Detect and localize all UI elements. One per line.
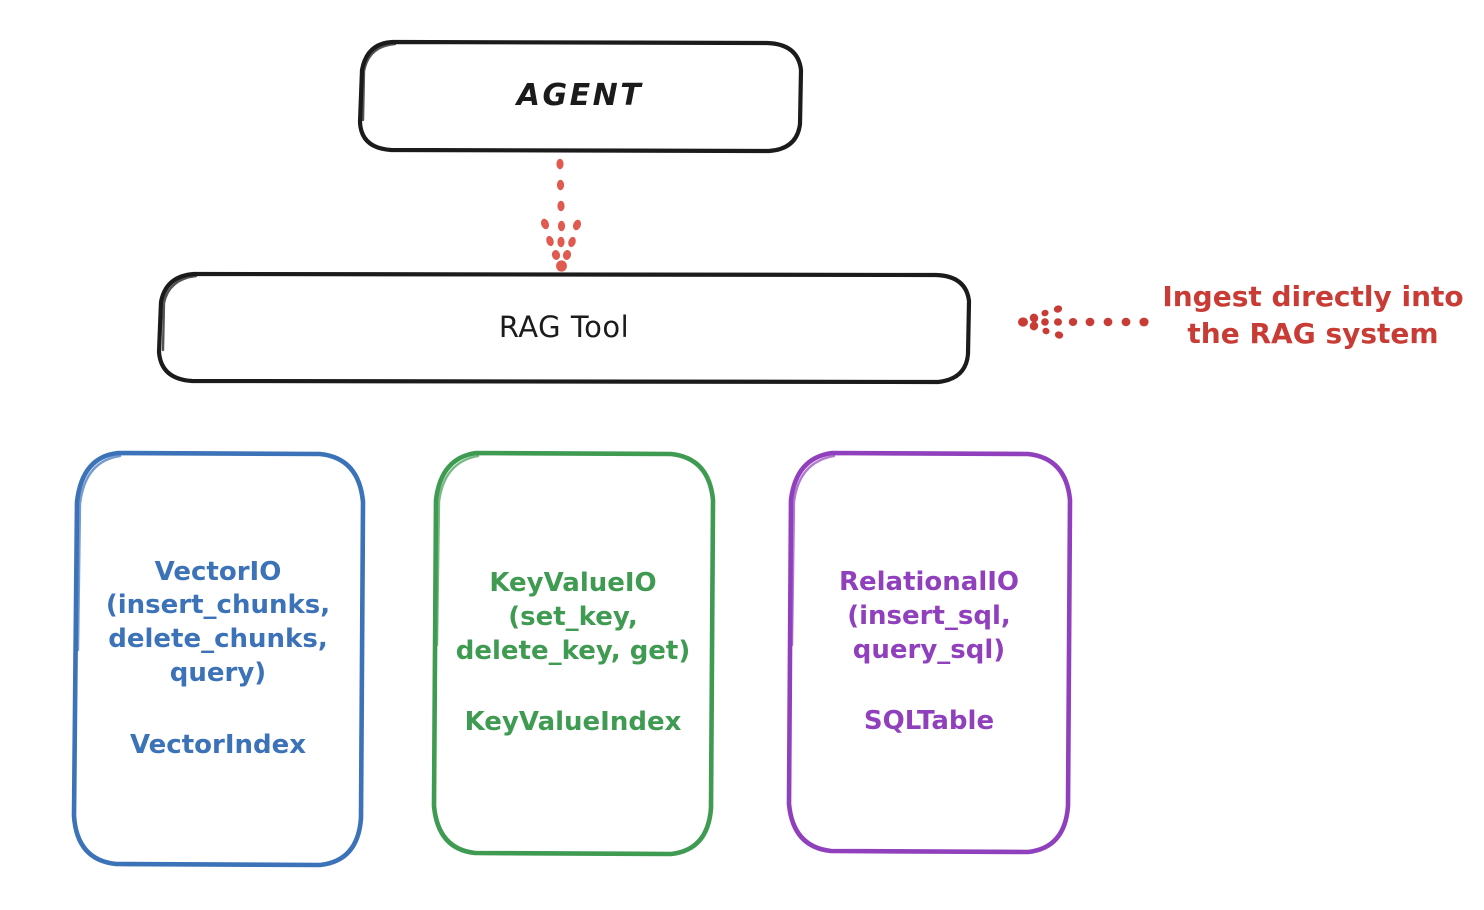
node-key-value-io[interactable]: KeyValueIO (set_key, delete_key, get) Ke… <box>430 450 716 857</box>
node-rag-tool-label: RAG Tool <box>498 309 630 344</box>
node-vector-io[interactable]: VectorIO (insert_chunks, delete_chunks, … <box>70 450 366 868</box>
relational-io-index-label: SQLTable <box>863 706 995 737</box>
ingest-annotation-text: Ingest directly into the RAG system <box>1162 280 1464 351</box>
key-value-io-api-label: KeyValueIO (set_key, delete_key, get) <box>455 567 691 666</box>
vector-io-api-label: VectorIO (insert_chunks, delete_chunks, … <box>105 556 331 688</box>
key-value-io-index-label: KeyValueIndex <box>464 707 682 738</box>
vector-io-index-label: VectorIndex <box>129 729 307 760</box>
node-agent[interactable]: AGENT <box>357 39 804 154</box>
ingest-arrow-icon <box>1018 305 1149 339</box>
relational-io-api-label: RelationalIO (insert_sql, query_sql) <box>838 566 1020 665</box>
node-relational-io[interactable]: RelationalIO (insert_sql, query_sql) SQL… <box>785 450 1073 855</box>
agent-to-rag-arrow-icon <box>540 158 582 272</box>
node-rag-tool[interactable]: RAG Tool <box>156 271 972 385</box>
node-agent-label: AGENT <box>516 78 644 114</box>
